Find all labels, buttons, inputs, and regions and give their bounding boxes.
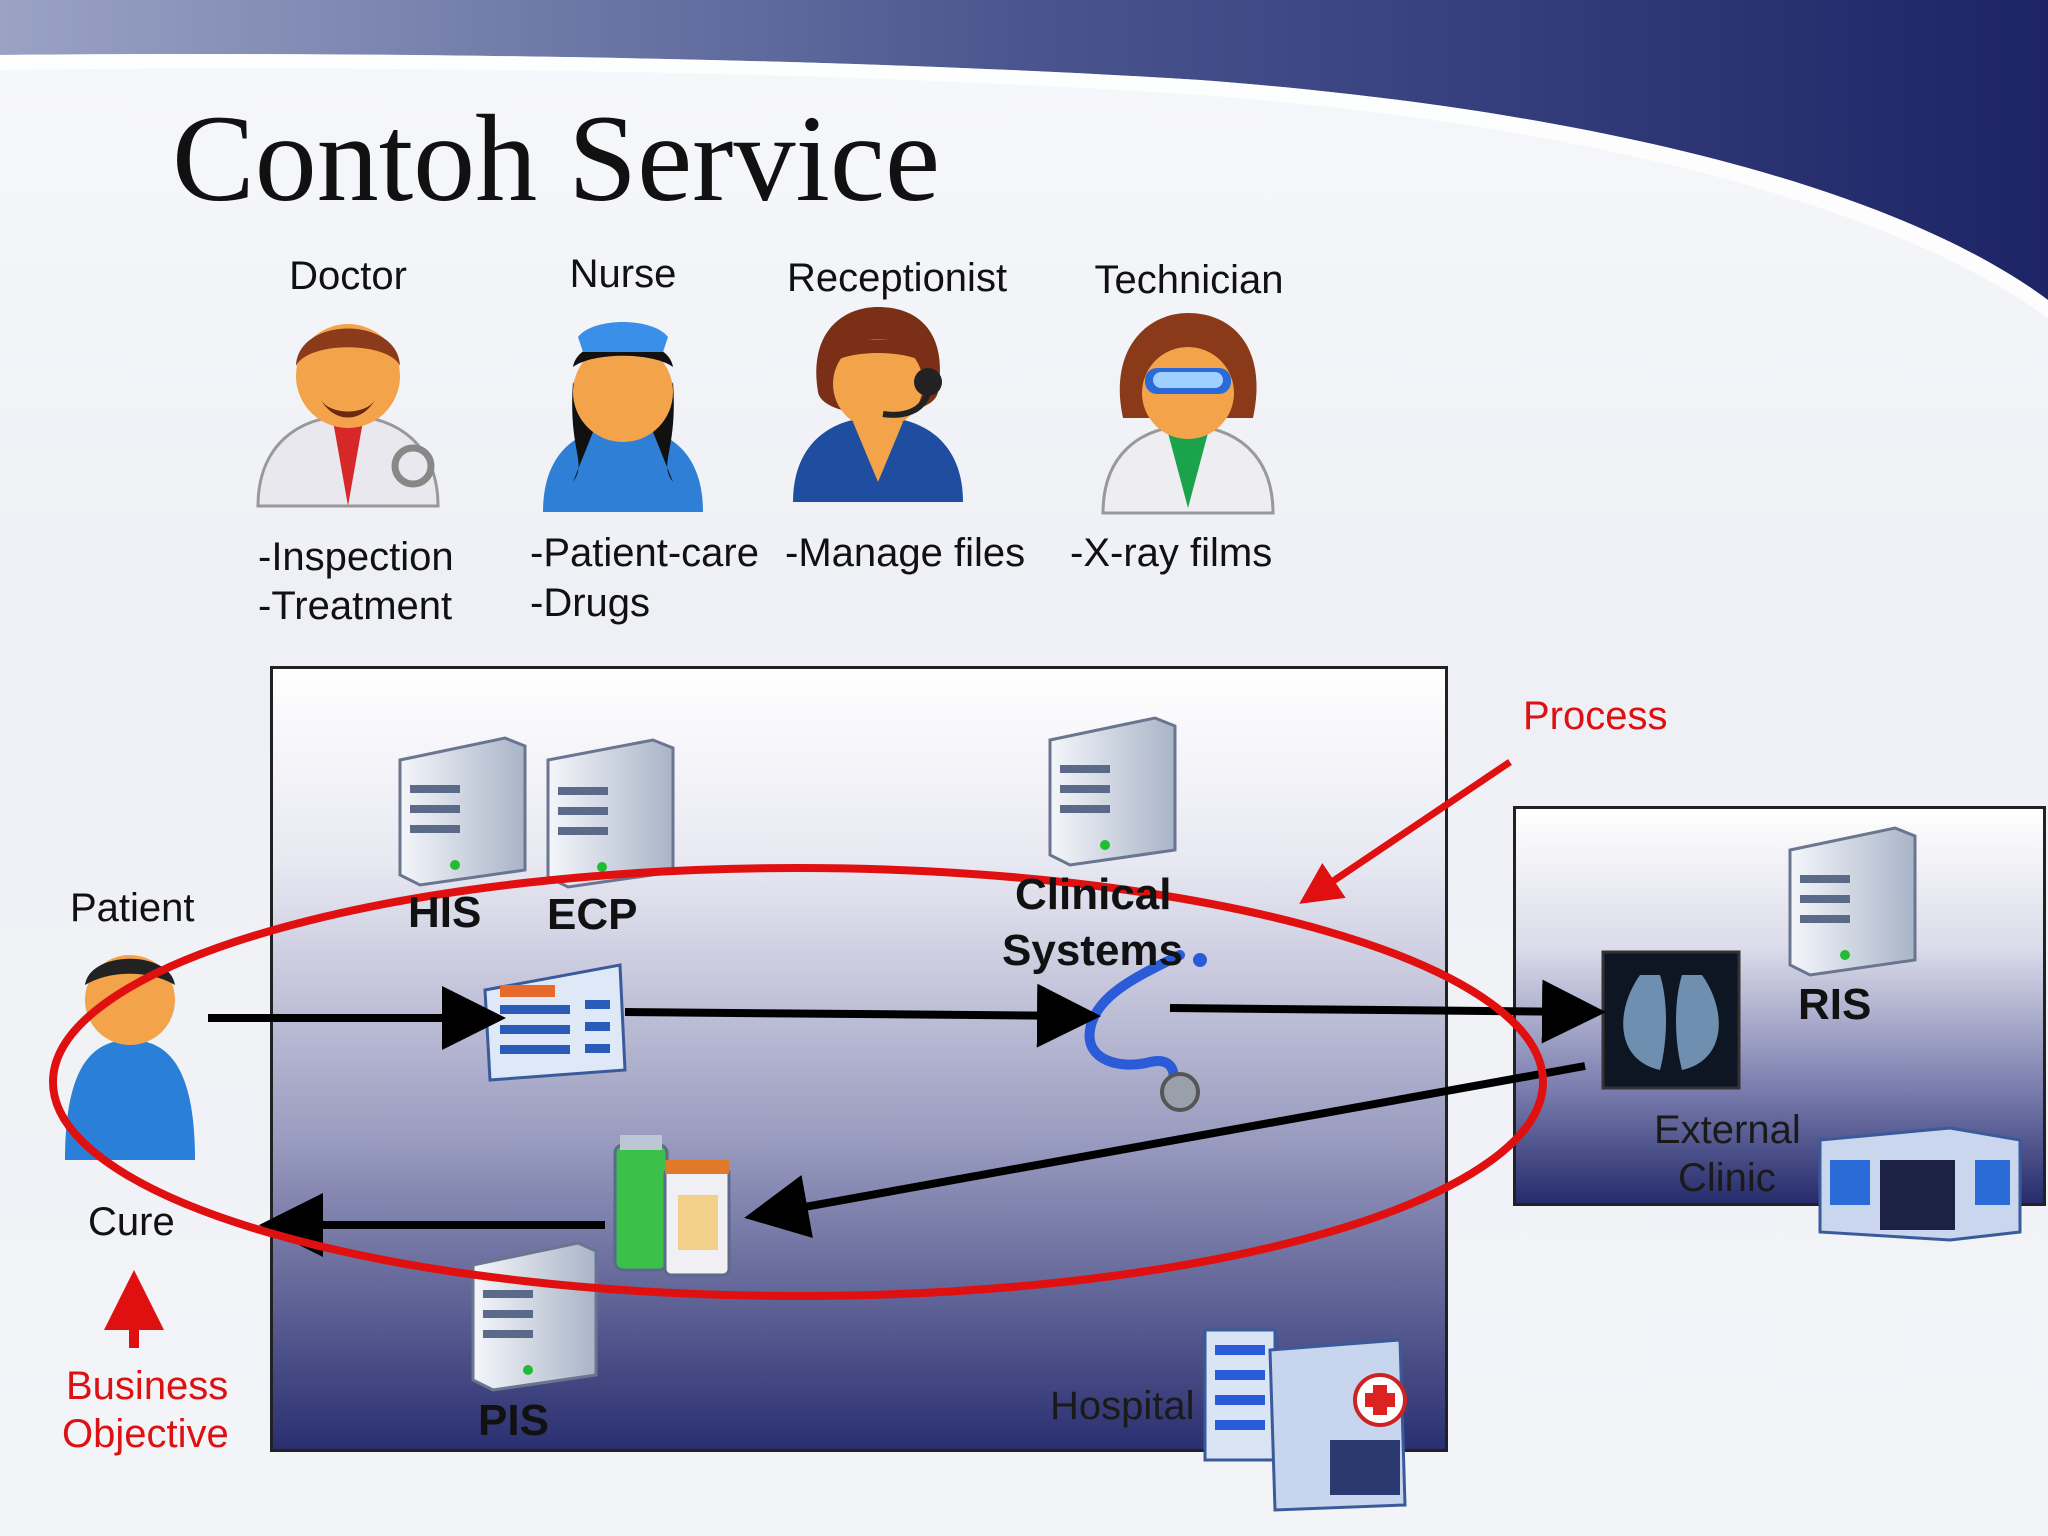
pis-server-icon [471, 1241, 598, 1392]
nurse-task-patient-care: -Patient-care [530, 531, 759, 575]
business-objective-line2: Objective [62, 1412, 229, 1456]
technician-avatar-icon [1101, 313, 1275, 515]
role-technician-name: Technician [1094, 258, 1284, 302]
cure-label: Cure [88, 1200, 175, 1244]
arrow-clinical-to-ris [1169, 979, 1606, 1044]
process-label: Process [1523, 694, 1668, 738]
ecp-server-icon [546, 738, 675, 889]
receptionist-avatar-icon [793, 307, 963, 502]
hospital-label: Hospital [1050, 1384, 1195, 1428]
medicine-bottles-icon [613, 1135, 731, 1277]
arrow-record-to-clinical [624, 983, 1101, 1048]
process-ellipse [49, 864, 1547, 1300]
external-clinic-label-line1: External [1654, 1108, 1801, 1152]
arrow-ris-to-pharmacy [744, 1062, 1586, 1238]
nurse-avatar-icon [543, 322, 703, 512]
role-receptionist-name: Receptionist [786, 256, 1008, 300]
external-clinic-label-line2: Clinic [1678, 1156, 1776, 1200]
external-clinic-building-icon [1818, 1126, 2022, 1242]
hospital-building-icon [1203, 1328, 1407, 1512]
doctor-task-treatment: -Treatment [258, 584, 453, 628]
his-server-icon [398, 736, 527, 887]
stethoscope-icon [1084, 950, 1207, 1112]
patient-icon [65, 955, 195, 1160]
clinical-systems-label-line2: Systems [1002, 926, 1184, 975]
receptionist-task-manage-files: -Manage files [785, 531, 1026, 575]
role-doctor-name: Doctor [289, 254, 407, 298]
patient-label: Patient [70, 886, 195, 930]
role-nurse-name: Nurse [569, 252, 677, 296]
doctor-task-inspection: -Inspection [258, 535, 454, 579]
xray-film-icon [1601, 950, 1741, 1090]
process-pointer-arrow [1299, 759, 1512, 904]
technician-task-xray-films: -X-ray films [1070, 531, 1273, 575]
slide-title: Contoh Service [172, 90, 940, 227]
clinical-systems-label-line1: Clinical [1015, 870, 1172, 919]
ris-label: RIS [1798, 980, 1872, 1029]
patient-record-icon [483, 963, 627, 1082]
ecp-label: ECP [547, 890, 638, 939]
pis-label: PIS [478, 1396, 549, 1445]
doctor-avatar-icon [256, 324, 440, 508]
his-label: HIS [408, 888, 482, 937]
clinical-systems-server-icon [1048, 716, 1177, 867]
nurse-task-drugs: -Drugs [530, 581, 651, 625]
ris-server-icon [1788, 826, 1917, 977]
business-objective-line1: Business [66, 1364, 229, 1408]
